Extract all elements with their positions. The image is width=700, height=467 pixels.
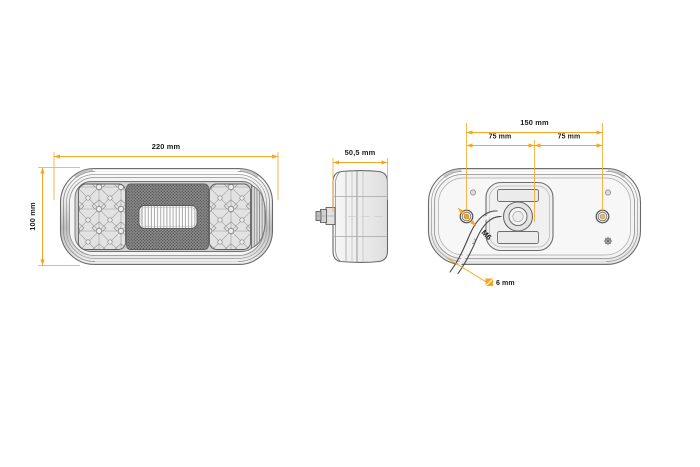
side-connector-stub	[315, 207, 336, 225]
rear-cable	[449, 210, 502, 275]
side-view: 50,5 mm	[315, 148, 389, 263]
callout-cable-diameter: ⌀ 6 mm	[446, 257, 515, 287]
rear-center-boss-core	[512, 211, 524, 223]
dimension-side-depth: 50,5 mm	[332, 148, 388, 212]
callout-diameter-leader	[446, 257, 489, 284]
dimension-front-width: 220 mm	[53, 142, 279, 200]
front-right-reflector	[209, 183, 251, 250]
callout-label-cable-diameter: 6 mm	[496, 280, 515, 287]
front-corner-shade-tr	[240, 168, 259, 178]
dimension-label-front-width: 220 mm	[152, 142, 181, 151]
rear-bolt-hole-right	[595, 209, 610, 224]
dimension-label-rear-right-span: 75 mm	[558, 134, 581, 141]
rear-corner-shade-tl	[443, 168, 461, 178]
side-lens-edge	[335, 171, 342, 262]
rear-view: 150 mm 75 mm 75 mm M6 ⌀ 6 mm	[427, 118, 642, 287]
front-right-edge-ribs	[251, 184, 266, 249]
diameter-symbol-icon: ⌀	[485, 278, 493, 287]
dimension-label-front-height: 100 mm	[28, 202, 37, 231]
front-view: 220 mm 100 mm	[28, 142, 279, 266]
dimension-rear-overall: 150 mm	[466, 118, 603, 212]
front-corner-shade-tl	[74, 168, 93, 178]
front-left-reflector	[78, 183, 126, 250]
front-center-rib-strip	[138, 205, 198, 229]
front-center-lens-field	[126, 183, 209, 250]
callout-m6-leader	[457, 207, 477, 227]
rear-center-plate	[485, 181, 554, 252]
dimension-rear-spans: 75 mm 75 mm	[466, 134, 603, 222]
dimension-label-rear-overall: 150 mm	[520, 118, 549, 127]
rear-slot-top	[497, 189, 539, 202]
rear-vent-star-br	[603, 236, 613, 246]
dimension-label-rear-left-span: 75 mm	[489, 134, 512, 141]
rear-screw-mark-tr	[605, 189, 611, 196]
rear-screw-mark-tl	[470, 189, 476, 196]
dimension-front-height: 100 mm	[28, 167, 80, 266]
rear-slot-bottom	[497, 231, 539, 244]
rear-corner-shade-tr	[608, 168, 626, 178]
dimension-label-side-depth: 50,5 mm	[345, 148, 376, 157]
front-housing-rim-3	[66, 174, 267, 259]
